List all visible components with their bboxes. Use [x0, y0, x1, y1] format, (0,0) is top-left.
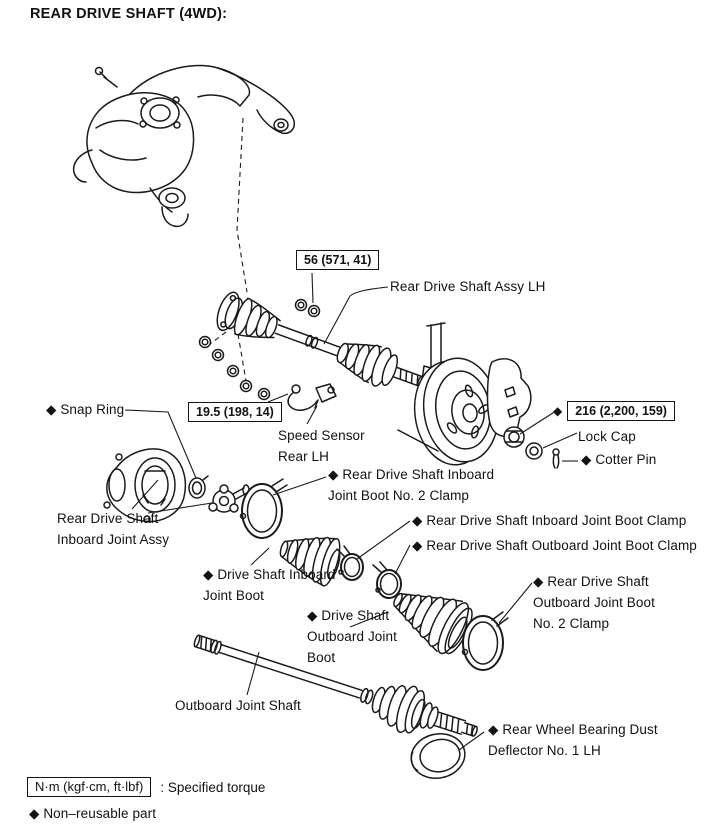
flange-nuts-illustration [200, 300, 320, 400]
non-reusable-diamond-icon: ◆ [553, 404, 563, 418]
cotter-pin-illustration [553, 449, 559, 468]
label-cotter-pin: ◆ Cotter Pin [581, 452, 657, 467]
label-outboard-boot-clamp: ◆ Rear Drive Shaft Outboard Joint Boot C… [412, 538, 697, 553]
label-outboard-boot: ◆ Drive Shaft Outboard Joint Boot [307, 608, 397, 665]
torque-value-box: 56 (571, 41) [296, 250, 380, 270]
inboard-boot-clamp-illustration [337, 546, 363, 580]
dust-deflector-illustration [407, 729, 469, 783]
inboard-joint-assy-illustration [104, 449, 185, 522]
label-outboard-joint-shaft: Outboard Joint Shaft [175, 698, 301, 713]
outboard-boot-clamp-illustration [373, 562, 401, 598]
label-outboard-no2-clamp: ◆ Rear Drive Shaft Outboard Joint Boot N… [533, 574, 655, 631]
legend-torque-desc: : Specified torque [160, 779, 266, 795]
speed-sensor-illustration [268, 384, 336, 424]
outboard-no2-clamp-illustration [463, 612, 509, 670]
outboard-joint-shaft-illustration [188, 618, 484, 755]
label-rear-drive-shaft-assy-lh: Rear Drive Shaft Assy LH [390, 279, 546, 294]
label-lock-cap: Lock Cap [578, 429, 636, 444]
axle-nut-illustration [504, 427, 524, 447]
torque-spec-speed-sensor: 19.5 (198, 14) [188, 402, 282, 422]
snap-ring-illustration [189, 476, 208, 498]
lock-cap-illustration [526, 443, 542, 459]
outboard-boot-illustration [383, 574, 479, 660]
inboard-no2-clamp-illustration [241, 479, 288, 538]
label-inboard-boot-clamp: ◆ Rear Drive Shaft Inboard Joint Boot Cl… [412, 513, 687, 528]
inboard-boot-illustration [274, 525, 345, 589]
label-inboard-joint-assy: Rear Drive Shaft Inboard Joint Assy [57, 511, 170, 547]
torque-spec-axle-nut: ◆ 216 (2,200, 159) [553, 401, 675, 421]
label-speed-sensor-rear-lh: Speed Sensor Rear LH [278, 428, 365, 464]
brake-rotor-hub-illustration [398, 353, 531, 469]
legend-torque-units-box: N·m (kgf·cm, ft·lbf) [27, 777, 152, 797]
tripod-spider-illustration [209, 485, 249, 512]
legend-specified-torque: N·m (kgf·cm, ft·lbf) : Specified torque [27, 777, 265, 797]
label-inboard-boot: ◆ Drive Shaft Inboard Joint Boot [203, 567, 336, 603]
label-snap-ring: ◆ Snap Ring [46, 402, 125, 417]
torque-spec-drive-shaft: 56 (571, 41) [296, 250, 380, 270]
label-inboard-no2-clamp: ◆ Rear Drive Shaft Inboard Joint Boot No… [328, 467, 495, 503]
torque-value-box: 216 (2,200, 159) [567, 401, 675, 421]
differential-suspension-illustration [74, 66, 295, 292]
page-title: REAR DRIVE SHAFT (4WD): [30, 6, 228, 22]
label-dust-deflector: ◆ Rear Wheel Bearing Dust Deflector No. … [488, 722, 658, 758]
torque-value-box: 19.5 (198, 14) [188, 402, 282, 422]
legend-non-reusable: ◆ Non–reusable part [29, 806, 157, 821]
